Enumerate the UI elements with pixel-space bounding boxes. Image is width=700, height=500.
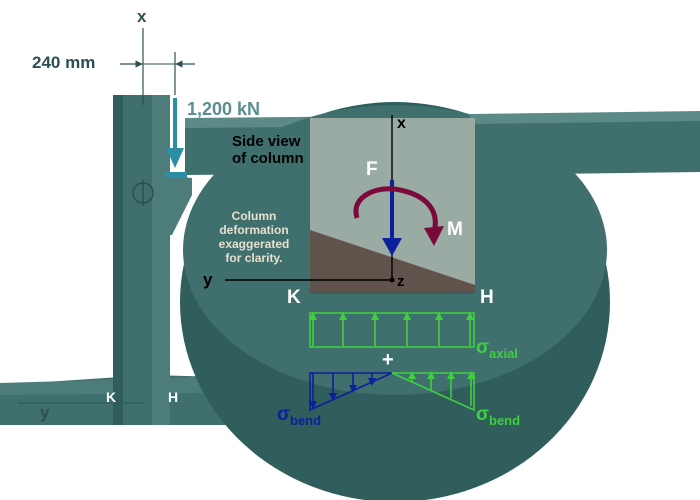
moment-label: M — [447, 219, 463, 240]
inset-z-label: z — [397, 273, 405, 290]
inset-y-label: y — [203, 270, 213, 289]
inset-x-label: x — [397, 115, 406, 132]
moment-arrowhead — [424, 226, 444, 246]
sigma-bend-left-subscript: bend — [290, 413, 321, 428]
sigma-bend-right-symbol: σ — [476, 404, 489, 425]
sigma-bend-right-label: σbend — [476, 404, 520, 428]
column-side — [113, 95, 123, 425]
column-flange — [152, 95, 170, 425]
floor-k-label: K — [106, 389, 116, 405]
moment-arrow — [353, 186, 438, 233]
inset-h-label: H — [480, 287, 494, 308]
sigma-bend-right-subscript: bend — [489, 413, 520, 428]
force-label: F — [366, 159, 378, 180]
origin-point — [389, 277, 395, 283]
inset-beam-top — [470, 111, 700, 124]
axial-stress-arrows — [309, 312, 474, 346]
axial-stress-block — [309, 312, 475, 348]
bend-tension-arrows — [408, 371, 475, 406]
sigma-axial-symbol: σ — [476, 337, 489, 358]
side-view-label-1: Side view — [232, 133, 301, 150]
deformation-note-1: Column — [232, 209, 277, 223]
offset-dimension: 240 mm — [32, 53, 95, 72]
inset-k-label: K — [287, 287, 301, 308]
deformation-note-4: for clarity. — [225, 251, 282, 265]
sigma-bend-left-label: σbend — [277, 404, 321, 428]
load-arrowhead — [166, 148, 184, 168]
side-view-label-2: of column — [232, 150, 304, 167]
floor-y-label: y — [40, 403, 50, 422]
sigma-axial-subscript: axial — [489, 346, 518, 361]
floor-h-label: H — [168, 389, 178, 405]
sigma-axial-label: σaxial — [476, 337, 518, 361]
deformation-note-2: deformation — [219, 223, 288, 237]
sigma-bend-left-symbol: σ — [277, 404, 290, 425]
bend-compression-arrows — [309, 373, 376, 409]
top-x-label: x — [137, 7, 147, 26]
load-bearing-plate — [165, 172, 187, 178]
load-label: 1,200 kN — [187, 99, 260, 119]
deformation-note-3: exaggerated — [219, 237, 290, 251]
plus-sign: + — [382, 349, 394, 371]
inset-beam — [470, 117, 700, 175]
column-bracket — [165, 175, 192, 235]
force-arrowhead — [382, 238, 402, 256]
